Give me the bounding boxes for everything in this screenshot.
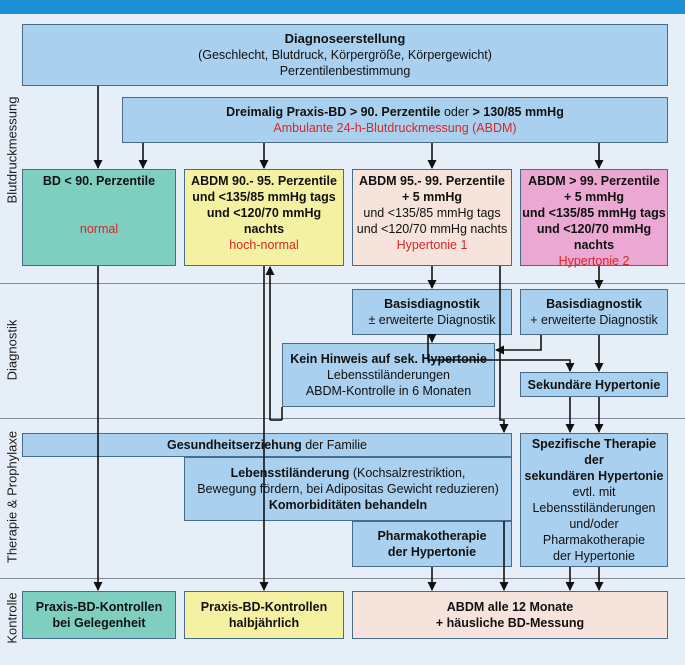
category-normal-title: BD < 90. Perzentile	[42, 174, 156, 188]
top-accent-bar	[0, 0, 685, 14]
control-abdm-yearly-l1: ABDM alle 12 Monate	[446, 600, 574, 614]
category-normal-status: normal	[79, 222, 119, 236]
arrow-basis2-to-no-secondary	[495, 335, 542, 355]
lifestyle-line3: Komorbiditäten behandeln	[268, 498, 428, 512]
category-normal-box: BD < 90. Perzentile normal	[22, 169, 176, 266]
health-education-box: Gesundheitserziehung der Familie	[22, 433, 512, 457]
category-hypertonie1-status: Hypertonie 1	[396, 238, 468, 252]
control-occasional-l2: bei Gelegenheit	[52, 616, 146, 630]
category-hypertonie1-l4: und <120/70 mmHg nachts	[356, 222, 508, 236]
diagnosis-title: Diagnoseerstellung	[284, 31, 406, 46]
category-hypertonie1-box: ABDM 95.- 99. Perzentile + 5 mmHg und <1…	[352, 169, 512, 266]
lifestyle-change-box: Lebensstiländerung (Kochsalzrestriktion,…	[184, 457, 512, 521]
category-high-normal-l2: und <135/85 mmHg tags	[192, 190, 336, 204]
category-hypertonie2-l3: und <135/85 mmHg tags	[522, 206, 666, 220]
control-abdm-yearly-box: ABDM alle 12 Monate + häusliche BD-Messu…	[352, 591, 668, 639]
specific-therapy-l4: Lebensstiländerungen	[532, 501, 656, 515]
category-high-normal-l3: und <120/70 mmHg nachts	[206, 206, 322, 236]
basisdiagnostik-1-sub: ± erweiterte Diagnostik	[368, 313, 496, 327]
no-secondary-hypertension-box: Kein Hinweis auf sek. Hypertonie Lebenss…	[282, 343, 495, 407]
lifestyle-line1: Lebensstiländerung (Kochsalzrestriktion,	[231, 465, 466, 481]
control-halfyearly-box: Praxis-BD-Kontrollen halbjährlich	[184, 591, 344, 639]
control-halfyearly-l1: Praxis-BD-Kontrollen	[200, 600, 328, 614]
specific-therapy-l7: der Hypertonie	[553, 549, 635, 563]
pharmacotherapy-box: Pharmakotherapie der Hypertonie	[352, 521, 512, 567]
arrow-hyper1-to-therapy	[499, 266, 509, 433]
diagnosis-box: Diagnoseerstellung (Geschlecht, Blutdruc…	[22, 24, 668, 86]
category-hypertonie1-l2: + 5 mmHg	[401, 190, 463, 204]
basisdiagnostik-2-sub: + erweiterte Diagnostik	[530, 313, 658, 327]
diagnosis-line3: Perzentilenbestimmung	[279, 64, 411, 78]
specific-therapy-l2: sekundären Hypertonie	[524, 469, 664, 483]
health-education-rest: der Familie	[301, 438, 368, 452]
diagnosis-line2: (Geschlecht, Blutdruck, Körpergröße, Kör…	[198, 48, 492, 62]
praxis-bd-box: Dreimalig Praxis-BD > 90. Perzentile ode…	[122, 97, 668, 143]
control-occasional-l1: Praxis-BD-Kontrollen	[35, 600, 163, 614]
section-divider-measurement	[0, 283, 685, 284]
lifestyle-line2: Bewegung fördern, bei Adipositas Gewicht…	[197, 482, 499, 496]
pharmacotherapy-l2: der Hypertonie	[387, 545, 477, 559]
category-hypertonie1-l1: ABDM 95.- 99. Perzentile	[359, 174, 505, 188]
praxis-bd-threshold: Dreimalig Praxis-BD > 90. Perzentile	[226, 105, 441, 119]
category-high-normal-status: hoch-normal	[229, 238, 299, 252]
specific-therapy-box: Spezifische Therapie der sekundären Hype…	[520, 433, 668, 567]
arrow-basis1-to-secondary	[427, 335, 575, 372]
basisdiagnostik-2-title: Basisdiagnostik	[546, 297, 642, 311]
category-hypertonie2-box: ABDM > 99. Perzentile + 5 mmHg und <135/…	[520, 169, 668, 268]
secondary-hypertension-title: Sekundäre Hypertonie	[527, 377, 661, 392]
lifestyle-rest: (Kochsalzrestriktion,	[349, 466, 466, 480]
category-hypertonie2-l4: und <120/70 mmHg nachts	[536, 222, 652, 252]
specific-therapy-l3: evtl. mit	[572, 485, 616, 499]
category-high-normal-l1: ABDM 90.- 95. Perzentile	[191, 174, 337, 188]
praxis-bd-threshold2: > 130/85 mmHg	[472, 105, 564, 119]
pharmacotherapy-l1: Pharmakotherapie	[377, 529, 487, 543]
health-education-bold: Gesundheitserziehung	[166, 438, 302, 452]
specific-therapy-l5: und/oder	[569, 517, 619, 531]
section-divider-diagnostics	[0, 418, 685, 419]
category-hypertonie2-l1: ABDM > 99. Perzentile	[528, 174, 660, 188]
category-hypertonie2-l2: + 5 mmHg	[563, 190, 625, 204]
praxis-bd-or: oder	[440, 105, 473, 119]
praxis-bd-line: Dreimalig Praxis-BD > 90. Perzentile ode…	[226, 104, 564, 120]
basisdiagnostik-1-box: Basisdiagnostik ± erweiterte Diagnostik	[352, 289, 512, 335]
basisdiagnostik-2-box: Basisdiagnostik + erweiterte Diagnostik	[520, 289, 668, 335]
abdm-recommendation: Ambulante 24-h-Blutdruckmessung (ABDM)	[273, 121, 517, 135]
category-hypertonie1-l3: und <135/85 mmHg tags	[363, 206, 501, 220]
section-divider-therapy	[0, 578, 685, 579]
health-education-line: Gesundheitserziehung der Familie	[167, 437, 367, 453]
no-secondary-title: Kein Hinweis auf sek. Hypertonie	[290, 352, 487, 366]
specific-therapy-l6: Pharmakotherapie	[542, 533, 646, 547]
no-secondary-l3: ABDM-Kontrolle in 6 Monaten	[305, 384, 472, 398]
category-hypertonie2-status: Hypertonie 2	[558, 254, 630, 268]
category-high-normal-box: ABDM 90.- 95. Perzentile und <135/85 mmH…	[184, 169, 344, 266]
basisdiagnostik-1-title: Basisdiagnostik	[384, 297, 480, 311]
lifestyle-bold: Lebensstiländerung	[230, 466, 350, 480]
specific-therapy-l1: Spezifische Therapie der	[531, 437, 657, 467]
no-secondary-l2: Lebensstiländerungen	[326, 368, 451, 382]
secondary-hypertension-box: Sekundäre Hypertonie	[520, 372, 668, 397]
control-occasional-box: Praxis-BD-Kontrollen bei Gelegenheit	[22, 591, 176, 639]
control-abdm-yearly-l2: + häusliche BD-Messung	[435, 616, 585, 630]
control-halfyearly-l2: halbjährlich	[228, 616, 300, 630]
